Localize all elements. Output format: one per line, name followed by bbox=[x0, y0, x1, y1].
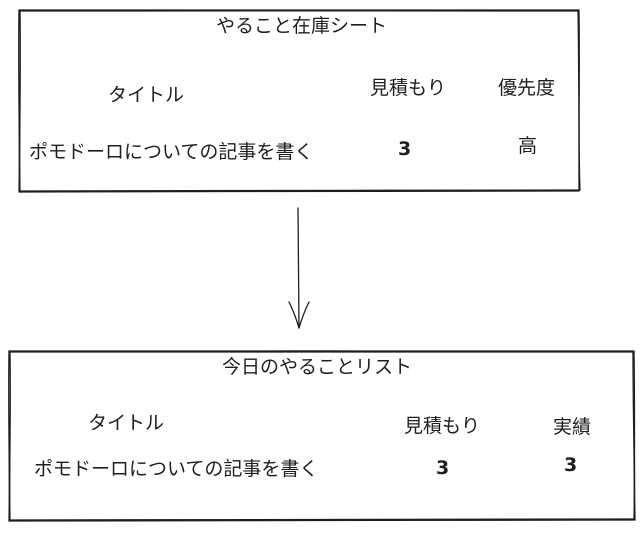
today-list-border bbox=[8, 350, 636, 522]
inventory-row-priority: 高 bbox=[518, 135, 538, 157]
inventory-header-estimate: 見積もり bbox=[370, 77, 447, 99]
today-header-estimate: 見積もり bbox=[404, 415, 481, 437]
today-row-title: ポモドーロについての記事を書く bbox=[34, 458, 319, 480]
today-header-title: タイトル bbox=[88, 412, 165, 434]
today-row-estimate: 3 bbox=[436, 457, 450, 479]
flow-arrow bbox=[288, 207, 310, 329]
inventory-header-priority: 優先度 bbox=[498, 77, 556, 99]
today-list-title: 今日のやることリスト bbox=[222, 356, 413, 378]
inventory-row-title: ポモドーロについての記事を書く bbox=[29, 141, 314, 163]
today-row-actual: 3 bbox=[564, 454, 578, 476]
inventory-sheet-border bbox=[18, 9, 581, 193]
inventory-sheet-title: やること在庫シート bbox=[216, 15, 388, 37]
today-header-actual: 実績 bbox=[553, 416, 592, 438]
inventory-header-title: タイトル bbox=[108, 84, 185, 106]
inventory-row-estimate: 3 bbox=[398, 138, 412, 160]
